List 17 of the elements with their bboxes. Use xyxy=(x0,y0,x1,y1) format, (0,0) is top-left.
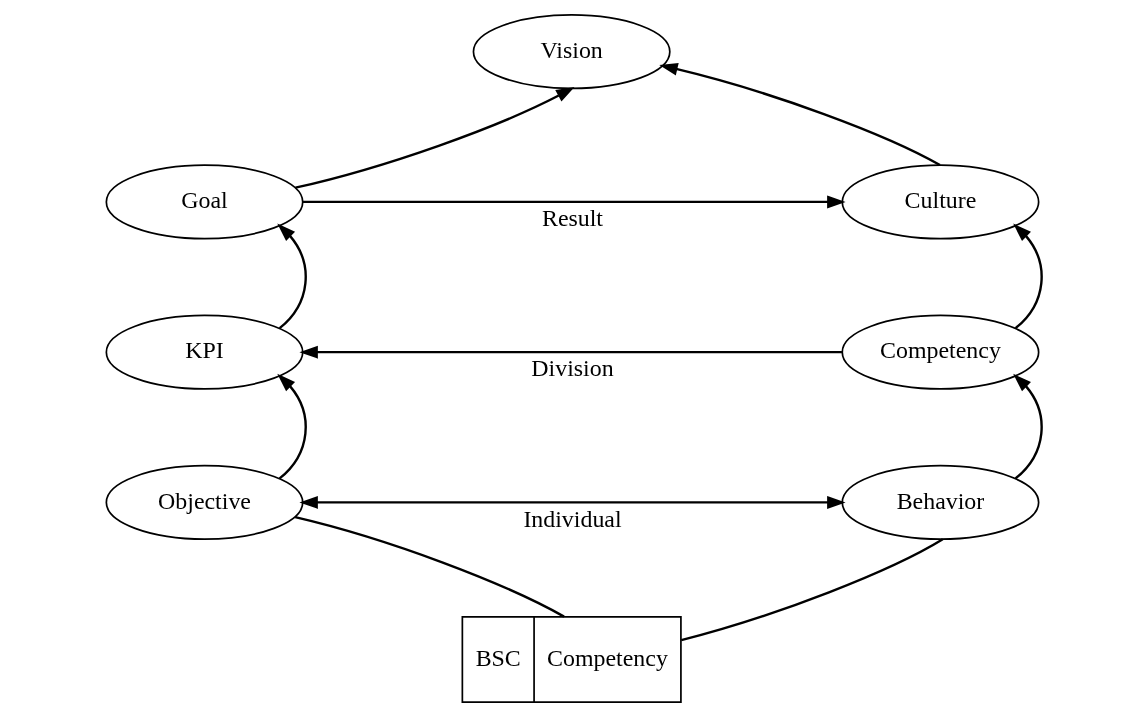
node-ellipse: Objective xyxy=(105,464,304,540)
arrow xyxy=(302,195,846,209)
arrow xyxy=(294,86,575,189)
arrow xyxy=(276,373,307,480)
edge-label: Division xyxy=(530,355,614,382)
arrow xyxy=(1012,373,1043,480)
edge-label: Individual xyxy=(522,505,622,532)
arrow xyxy=(1012,223,1043,330)
arrow xyxy=(298,495,846,509)
node-ellipse: Vision xyxy=(472,14,671,90)
arrow xyxy=(276,223,307,330)
arrow xyxy=(658,62,940,167)
edge-label: Result xyxy=(541,205,603,232)
node-ellipse: Behavior xyxy=(840,464,1039,540)
connector xyxy=(680,538,943,642)
arrow xyxy=(298,345,842,359)
connector xyxy=(294,516,565,618)
